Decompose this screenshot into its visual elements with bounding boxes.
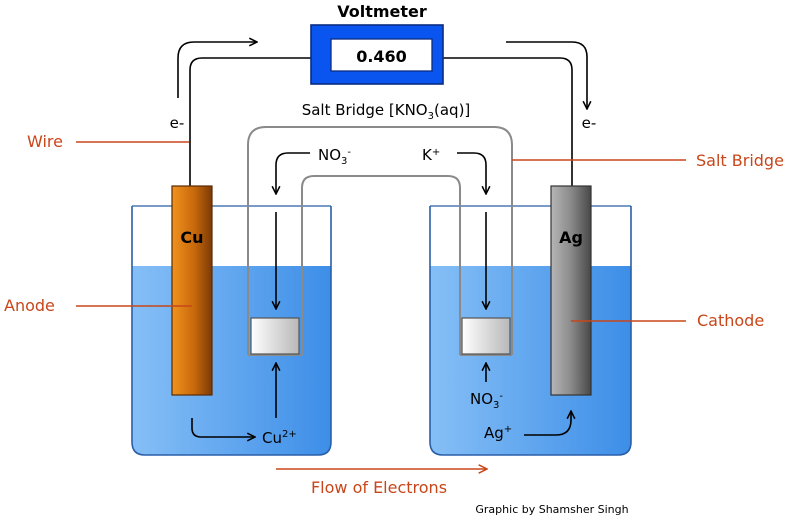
flow-of-electrons-label: Flow of Electrons — [311, 478, 447, 497]
left-electron-label: e- — [170, 114, 185, 132]
potassium-ion-arrow — [457, 152, 486, 193]
silver-ion-label: Ag+ — [484, 424, 512, 442]
salt-bridge-tube — [247, 126, 513, 356]
graphic-credit: Graphic by Shamsher Singh — [475, 503, 628, 516]
copper-ion-label: Cu2+ — [262, 429, 297, 447]
voltmeter-label: Voltmeter — [337, 2, 427, 21]
voltmeter-display — [330, 38, 433, 72]
voltmeter-reading: 0.460 — [356, 47, 407, 66]
copper-ion-arrow — [191, 418, 254, 437]
right-electron-label: e- — [582, 114, 597, 132]
external-wire — [189, 57, 573, 186]
left-electron-arrow — [177, 42, 256, 98]
salt-bridge-title: Salt Bridge [KNO3(aq)] — [302, 101, 471, 122]
right-wire — [442, 57, 573, 186]
nitrate-ion-top-arrow — [276, 152, 310, 193]
copper-electrode: Cu — [171, 185, 213, 396]
left-bridge-plug — [250, 317, 300, 355]
cathode-callout: Cathode — [571, 311, 764, 330]
voltmeter: Voltmeter 0.460 — [310, 2, 444, 85]
salt-bridge-label: Salt Bridge — [696, 151, 784, 170]
salt-bridge-callout: Salt Bridge — [512, 151, 784, 170]
silver-ion-arrow — [524, 412, 571, 436]
nitrate-ion-bottom-label: NO3- — [470, 390, 503, 411]
silver-electrode-label: Ag — [559, 228, 583, 247]
right-bridge-plug — [461, 317, 511, 355]
right-electron-arrow — [506, 41, 587, 108]
wire-callout: Wire — [27, 132, 189, 151]
nitrate-ion-top-label: NO3- — [318, 146, 351, 167]
copper-electrode-label: Cu — [180, 228, 203, 247]
silver-electrode: Ag — [550, 185, 592, 396]
right-beaker-outline — [429, 206, 632, 456]
cathode-label: Cathode — [697, 311, 764, 330]
wire-label: Wire — [27, 132, 63, 151]
anode-callout: Anode — [4, 296, 192, 315]
potassium-ion-label: K+ — [422, 146, 440, 164]
left-beaker-outline — [131, 206, 332, 456]
anode-label: Anode — [4, 296, 55, 315]
left-wire — [189, 57, 312, 186]
